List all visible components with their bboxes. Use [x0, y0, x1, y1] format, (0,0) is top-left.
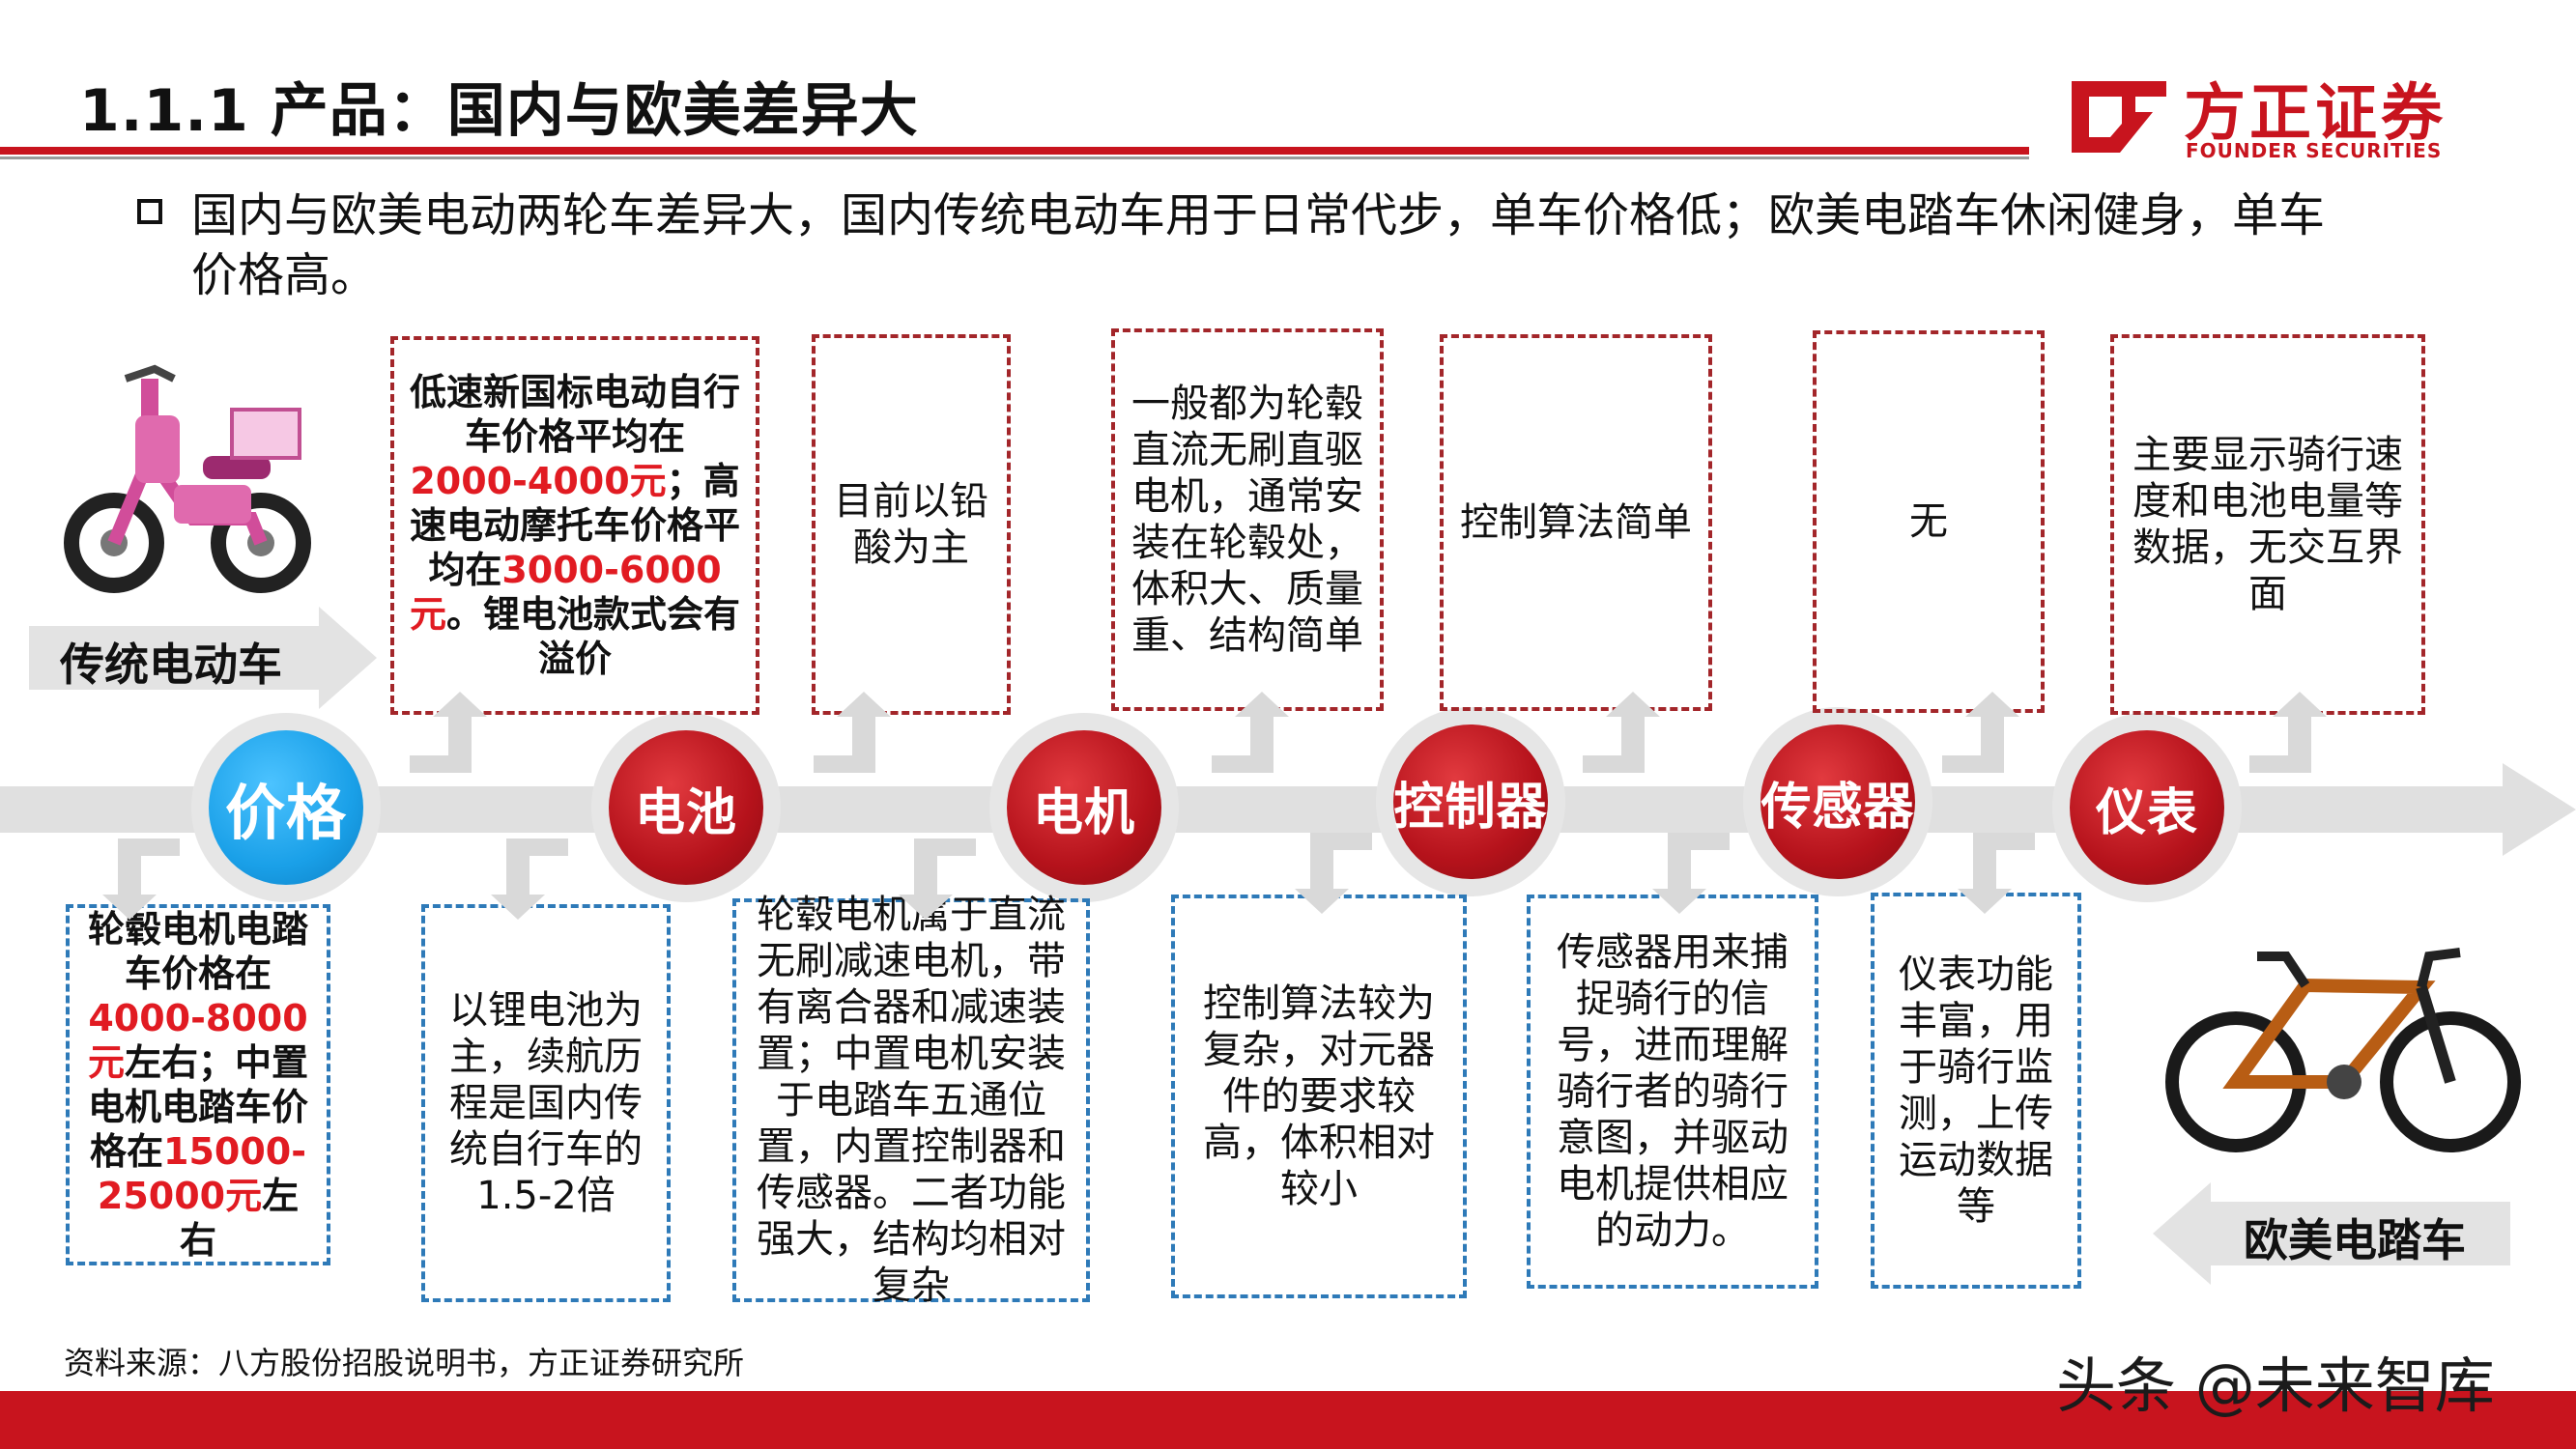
connector-arrow-icon [814, 692, 891, 773]
connector-arrow-icon [410, 692, 487, 773]
top-box-battery: 目前以铅酸为主 [812, 334, 1011, 715]
founder-logo: 方正证券 FOUNDER SECURITIES [2062, 64, 2487, 170]
bottom-price-text-1: 轮毂电机电踏车价格在 [87, 908, 308, 995]
bottom-box-battery-text: 以锂电池为主，续航历程是国内传统自行车的1.5-2倍 [449, 988, 643, 1218]
node-motor: 电机 [989, 713, 1179, 902]
bullet-line-1: 国内与欧美电动两轮车差异大，国内传统电动车用于日常代步，单车价格低；欧美电踏车休… [191, 188, 2326, 242]
bullet-text: 国内与欧美电动两轮车差异大，国内传统电动车用于日常代步，单车价格低；欧美电踏车休… [191, 185, 2462, 305]
top-box-motor: 一般都为轮毂直流无刷直驱电机，通常安装在轮毂处，体积大、质量重、结构简单 [1111, 328, 1384, 711]
electric-scooter-image [64, 364, 311, 593]
top-price-text-1: 低速新国标电动自行车价格平均在 [409, 371, 740, 458]
connector-arrow-icon [1295, 833, 1372, 914]
top-price-highlight-2: 3000-6000元 [409, 549, 722, 636]
node-controller-label: 控制器 [1393, 724, 1548, 879]
bottom-price-text-2: 左右；中置电机电踏车价格在 [87, 1041, 309, 1173]
top-box-motor-text: 一般都为轮毂直流无刷直驱电机，通常安装在轮毂处，体积大、质量重、结构简单 [1131, 382, 1363, 658]
header-rule-grey [0, 156, 2029, 159]
top-box-battery-text: 目前以铅酸为主 [834, 479, 988, 570]
connector-arrow-icon [1652, 833, 1730, 914]
watermark: 头条 @未来智库 [2056, 1350, 2495, 1421]
top-box-controller: 控制算法简单 [1440, 334, 1712, 711]
bottom-box-motor-text: 轮毂电机属于直流无刷减速电机，带有离合器和减速装置；中置电机安装于电踏车五通位置… [757, 893, 1066, 1308]
bottom-box-meter-text: 仪表功能丰富，用于骑行监测，上传运动数据等 [1899, 952, 2053, 1229]
bottom-box-sensor-text: 传感器用来捕捉骑行的信号，进而理解骑行者的骑行意图，并驱动电机提供相应的动力。 [1557, 930, 1789, 1253]
top-box-controller-text: 控制算法简单 [1460, 500, 1692, 545]
connector-arrow-icon [491, 838, 568, 920]
top-box-sensor: 无 [1813, 330, 2045, 713]
connector-arrow-icon [2249, 692, 2327, 773]
ebike-label: 欧美电踏车 [2244, 1214, 2466, 1266]
bottom-price-text-3: 左右 [179, 1175, 300, 1262]
source-note: 资料来源：八方股份招股说明书，方正证券研究所 [64, 1345, 745, 1381]
page-title: 1.1.1 产品：国内与欧美差异大 [79, 77, 919, 145]
founder-logo-mark-icon [2072, 81, 2166, 153]
node-sensor-label: 传感器 [1760, 724, 1915, 879]
node-controller: 控制器 [1376, 707, 1565, 896]
node-price: 价格 [191, 713, 381, 902]
node-motor-label: 电机 [1007, 730, 1161, 885]
logo-text-en: FOUNDER SECURITIES [2186, 139, 2443, 162]
node-sensor: 传感器 [1743, 707, 1932, 896]
node-price-label: 价格 [209, 730, 363, 885]
bullet-square-icon [137, 199, 162, 224]
ebike-arrow-shape [2153, 1182, 2510, 1285]
top-box-sensor-text: 无 [1909, 499, 1948, 544]
bottom-box-sensor: 传感器用来捕捉骑行的信号，进而理解骑行者的骑行意图，并驱动电机提供相应的动力。 [1527, 895, 1818, 1289]
top-box-meter-text: 主要显示骑行速度和电池电量等数据，无交互界面 [2132, 433, 2403, 616]
connector-arrow-icon [102, 838, 180, 920]
e-bike-image [2165, 948, 2521, 1152]
logo-text-cn: 方正证券 [2184, 78, 2447, 150]
node-meter-label: 仪表 [2070, 730, 2224, 885]
node-battery-label: 电池 [609, 730, 763, 885]
top-price-highlight-1: 2000-4000元 [410, 460, 667, 502]
connector-arrow-icon [1212, 692, 1289, 773]
top-box-price-text: 低速新国标电动自行车价格平均在2000-4000元；高速电动摩托车价格平均在30… [408, 370, 742, 681]
bottom-price-highlight-2: 15000-25000元 [97, 1130, 306, 1217]
bottom-box-price-text: 轮毂电机电踏车价格在4000-8000元左右；中置电机电踏车价格在15000-2… [83, 907, 313, 1263]
top-price-text-2: ；高速电动摩托车价格平均在 [409, 460, 740, 591]
connector-arrow-icon [1583, 692, 1660, 773]
bottom-box-meter: 仪表功能丰富，用于骑行监测，上传运动数据等 [1871, 893, 2081, 1289]
bottom-box-controller-text: 控制算法较为复杂，对元器件的要求较高，体积相对较小 [1203, 981, 1435, 1211]
node-battery: 电池 [591, 713, 781, 902]
header-rule [0, 147, 2029, 155]
bottom-box-price: 轮毂电机电踏车价格在4000-8000元左右；中置电机电踏车价格在15000-2… [66, 904, 330, 1265]
bottom-box-motor: 轮毂电机属于直流无刷减速电机，带有离合器和减速装置；中置电机安装于电踏车五通位置… [732, 893, 1090, 1308]
connector-arrow-icon [1958, 833, 2035, 914]
bottom-box-controller: 控制算法较为复杂，对元器件的要求较高，体积相对较小 [1171, 895, 1467, 1298]
bottom-price-highlight-1: 4000-8000元 [87, 997, 308, 1084]
top-box-meter: 主要显示骑行速度和电池电量等数据，无交互界面 [2110, 334, 2425, 715]
top-price-text-3: 。锂电池款式会有溢价 [446, 593, 741, 680]
node-meter: 仪表 [2052, 713, 2242, 902]
connector-arrow-icon [1942, 692, 2019, 773]
traditional-arrow-shape [29, 607, 377, 709]
connector-arrow-icon [899, 838, 976, 920]
top-box-price: 低速新国标电动自行车价格平均在2000-4000元；高速电动摩托车价格平均在30… [390, 336, 759, 715]
traditional-label: 传统电动车 [60, 639, 282, 691]
bottom-box-battery: 以锂电池为主，续航历程是国内传统自行车的1.5-2倍 [421, 904, 671, 1302]
footer-bar [0, 1391, 2576, 1449]
bullet-line-2: 价格高。 [191, 248, 378, 302]
